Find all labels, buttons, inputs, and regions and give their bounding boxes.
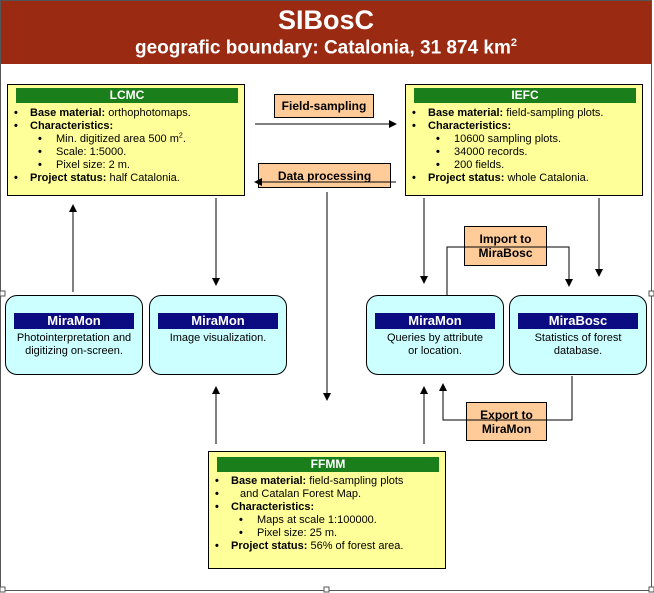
arrow-import-to-mirabosc: [446, 246, 573, 295]
lcmc-base-material: Base material: orthophotomaps.: [8, 107, 244, 120]
module-title: MiraBosc: [518, 313, 638, 329]
iefc-char-item: 34000 records.: [406, 146, 642, 159]
iefc-char-item: 200 fields.: [406, 159, 642, 172]
module-title: MiraMon: [375, 313, 495, 329]
ffmm-project-status: Project status: 56% of forest area.: [209, 540, 445, 553]
ffmm-char-item: Maps at scale 1:100000.: [209, 514, 445, 527]
lcmc-char-item: Min. digitized area 500 m2.: [8, 132, 244, 146]
handle-square: [323, 586, 330, 593]
lcmc-details: Base material: orthophotomaps. Character…: [8, 107, 244, 185]
iefc-characteristics-label: Characteristics:: [406, 120, 642, 133]
arrow-export-to-miramon: [439, 376, 573, 421]
iefc-box: IEFC Base material: field-sampling plots…: [405, 84, 643, 196]
header-banner: SIBosC geografic boundary: Catalonia, 31…: [1, 1, 651, 64]
ffmm-base-material-cont: and Catalan Forest Map.: [209, 488, 445, 501]
lcmc-project-status: Project status: half Catalonia.: [8, 172, 244, 185]
handle-square: [0, 290, 6, 297]
lcmc-box: LCMC Base material: orthophotomaps. Char…: [7, 84, 245, 196]
iefc-char-item: 10600 sampling plots.: [406, 133, 642, 146]
subtitle-text: geografic boundary: Catalonia, 31 874 km: [134, 37, 511, 59]
module-description: Image visualization.: [169, 332, 267, 344]
iefc-base-material: Base material: field-sampling plots.: [406, 107, 642, 120]
ffmm-base-material: Base material: field-sampling plots: [209, 475, 445, 488]
iefc-project-status: Project status: whole Catalonia.: [406, 172, 642, 185]
lcmc-char-item: Scale: 1:5000.: [8, 146, 244, 159]
ffmm-details: Base material: field-sampling plots and …: [209, 475, 445, 553]
handle-square: [648, 586, 654, 593]
module-title: MiraMon: [14, 313, 134, 329]
iefc-title: IEFC: [414, 88, 636, 103]
lcmc-title: LCMC: [16, 88, 238, 103]
lcmc-characteristics-label: Characteristics:: [8, 120, 244, 133]
field-sampling-process: Field-sampling: [274, 94, 374, 118]
iefc-details: Base material: field-sampling plots. Cha…: [406, 107, 642, 185]
handle-square: [648, 290, 654, 297]
diagram-subtitle: geografic boundary: Catalonia, 31 874 km…: [1, 37, 651, 59]
ffmm-char-item: Pixel size: 25 m.: [209, 527, 445, 540]
miramon-visualization-box: MiraMon Image visualization.: [149, 295, 287, 375]
ffmm-title: FFMM: [217, 457, 439, 472]
handle-square: [0, 586, 6, 593]
ffmm-box: FFMM Base material: field-sampling plots…: [208, 451, 446, 569]
ffmm-characteristics-label: Characteristics:: [209, 501, 445, 514]
subtitle-superscript: 2: [510, 37, 517, 49]
lcmc-char-item: Pixel size: 2 m.: [8, 159, 244, 172]
module-title: MiraMon: [158, 313, 278, 329]
data-processing-process: Data processing: [258, 163, 391, 188]
diagram-title: SIBosC: [277, 5, 375, 35]
